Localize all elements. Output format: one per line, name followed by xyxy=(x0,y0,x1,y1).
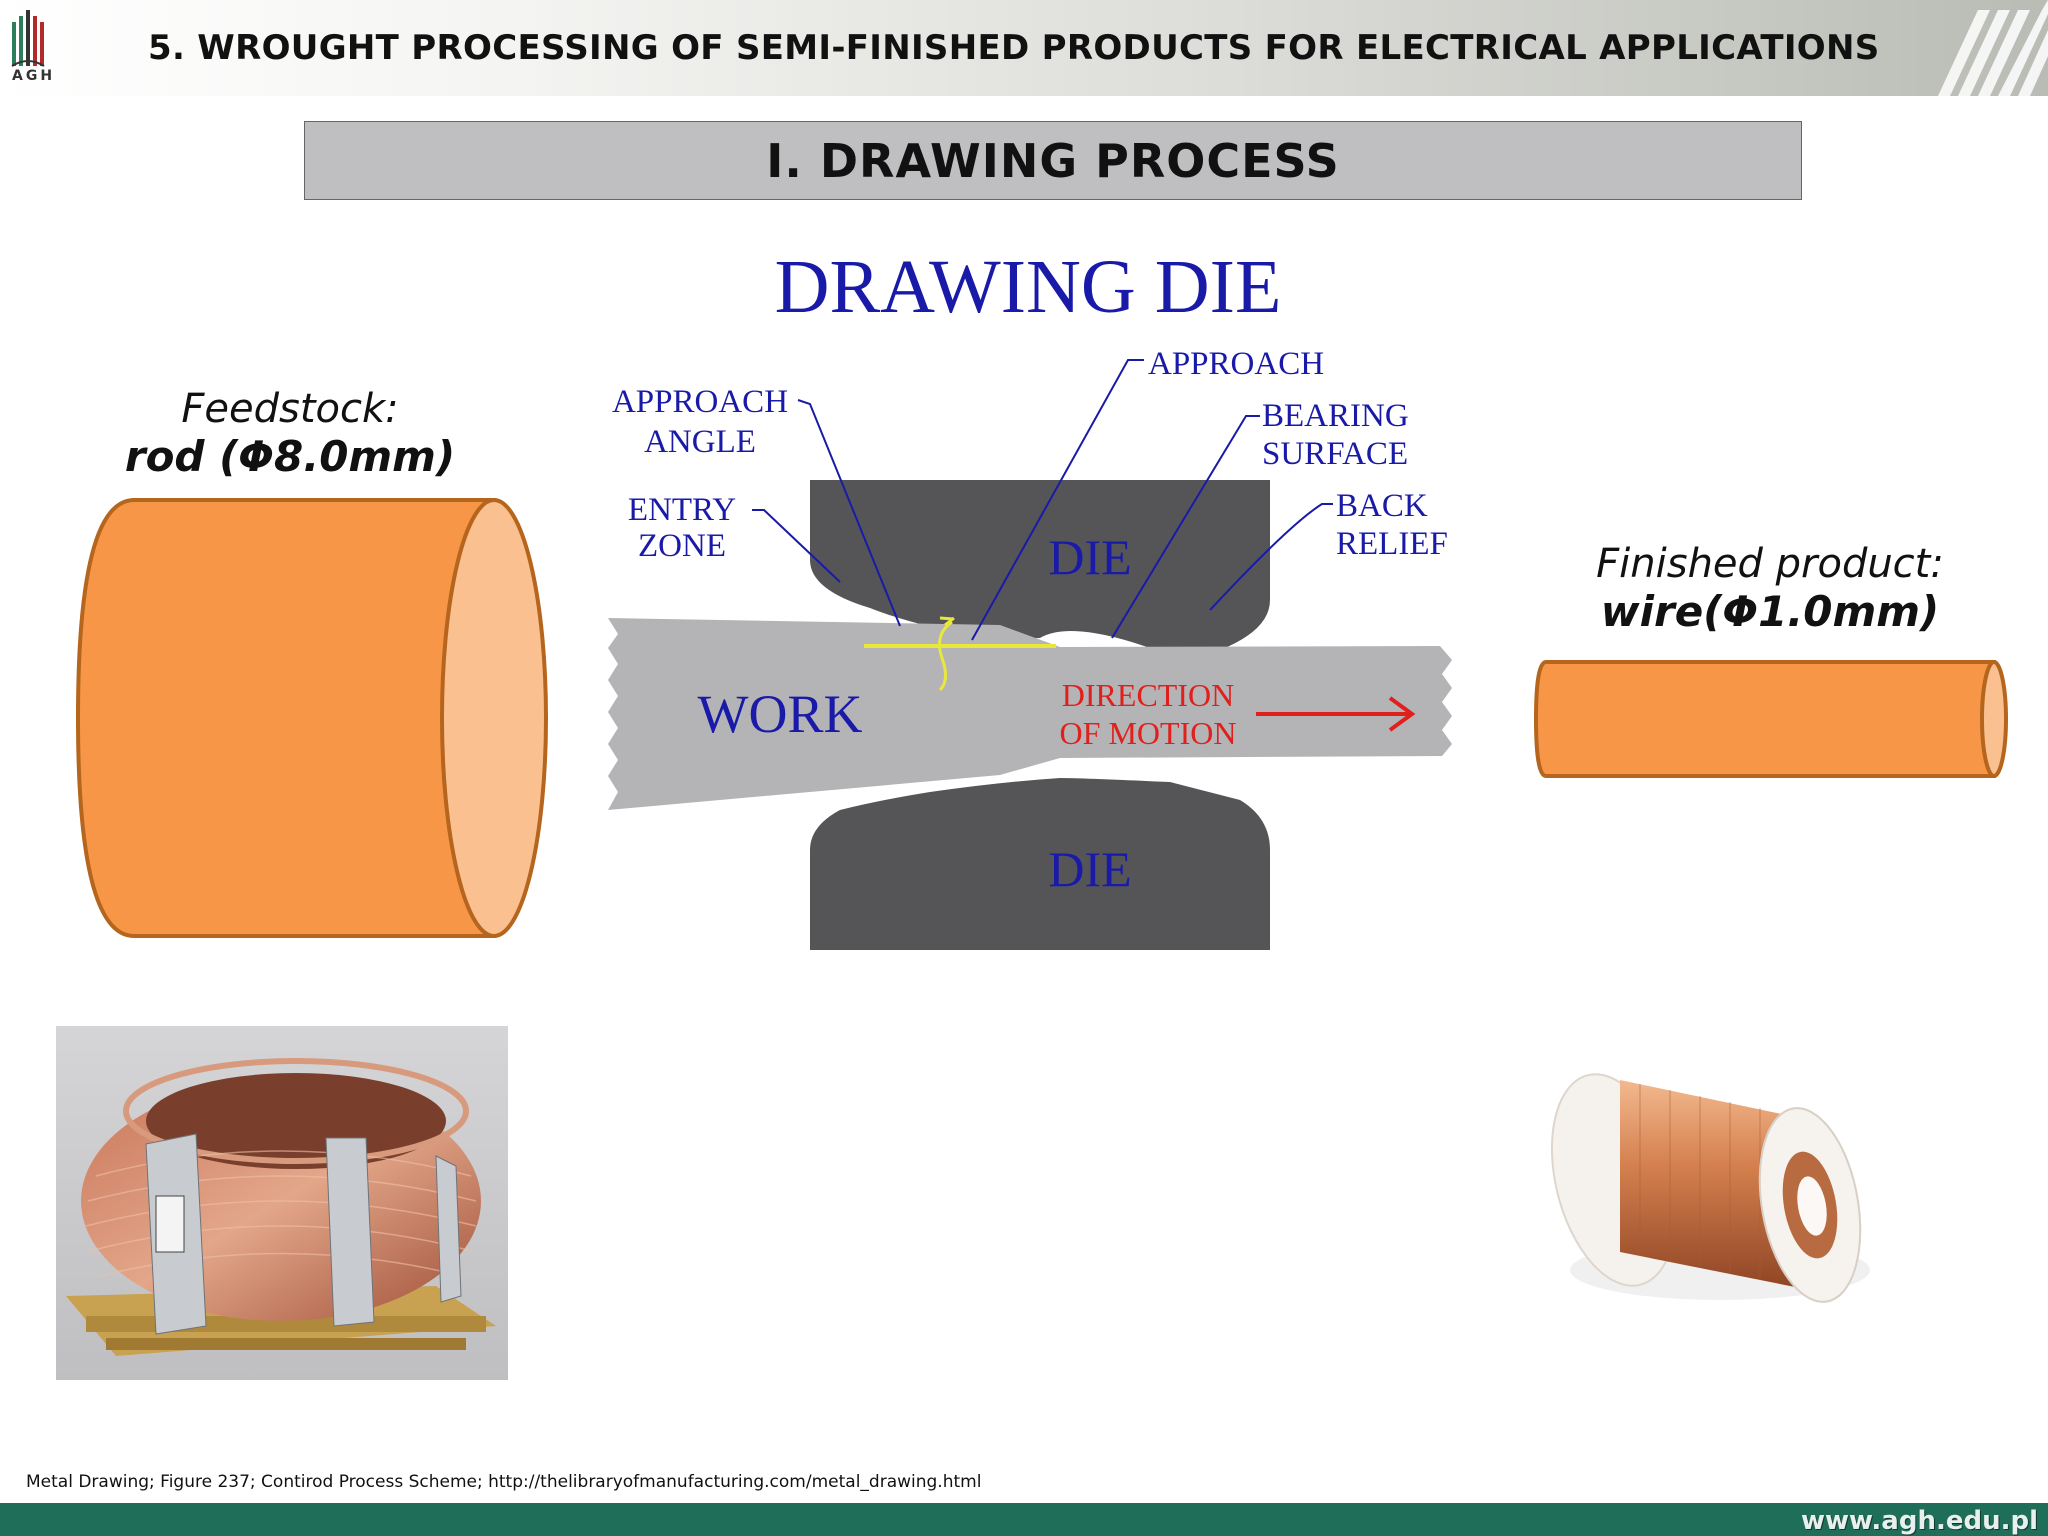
label-work: WORK xyxy=(698,684,863,744)
label-die-bottom: DIE xyxy=(1048,841,1131,897)
logo-text: AGH xyxy=(12,68,56,84)
label-bearing-surface-1: BEARING xyxy=(1262,398,1409,434)
copper-wire-spool-photo xyxy=(1550,1073,1870,1303)
slide-header-title: 5. WROUGHT PROCESSING OF SEMI-FINISHED P… xyxy=(148,28,1880,68)
slide-header: AGH 5. WROUGHT PROCESSING OF SEMI-FINISH… xyxy=(0,0,2048,96)
section-title: I. DRAWING PROCESS xyxy=(766,133,1340,188)
section-title-box: I. DRAWING PROCESS xyxy=(304,121,1802,200)
approach-leader xyxy=(971,359,1144,641)
direction-arrow xyxy=(1256,696,1416,732)
label-entry-zone-1: ENTRY xyxy=(628,492,736,528)
label-approach: APPROACH xyxy=(1148,346,1324,382)
feedstock-label: Feedstock: xyxy=(181,386,399,432)
back-relief-leader xyxy=(1209,503,1333,611)
agh-logo xyxy=(11,10,45,67)
label-approach-angle-1: APPROACH xyxy=(612,384,788,420)
label-bearing-surface-2: SURFACE xyxy=(1262,436,1408,472)
entry-zone-leader xyxy=(752,509,841,583)
label-direction-2: OF MOTION xyxy=(1060,715,1237,751)
citation-text: Metal Drawing; Figure 237; Contirod Proc… xyxy=(26,1472,982,1492)
copper-rod-coil-photo xyxy=(56,1026,508,1380)
finished-label-block: Finished product: wire(Φ1.0mm) xyxy=(1540,540,2000,636)
wire-cylinder-illustration xyxy=(1533,660,2008,778)
approach-angle-leader xyxy=(797,399,901,627)
bottom-die-shape xyxy=(810,778,1270,950)
rod-cylinder-illustration xyxy=(75,498,548,938)
label-entry-zone-2: ZONE xyxy=(638,528,726,564)
work-piece-shape xyxy=(608,618,1452,810)
diagram-title: DRAWING DIE xyxy=(775,245,1282,329)
footer-bar xyxy=(0,1503,2048,1536)
label-back-relief-2: RELIEF xyxy=(1336,526,1448,562)
label-die-top: DIE xyxy=(1048,529,1131,585)
label-back-relief-1: BACK xyxy=(1336,488,1428,524)
label-approach-angle-2: ANGLE xyxy=(644,424,756,460)
feedstock-value: rod (Φ8.0mm) xyxy=(124,432,456,481)
finished-value: wire(Φ1.0mm) xyxy=(1600,587,1940,636)
bearing-surface-leader xyxy=(1111,415,1260,639)
finished-label: Finished product: xyxy=(1596,541,1944,587)
angle-arc-marker xyxy=(938,620,953,692)
top-die-shape xyxy=(810,480,1270,650)
drawing-die-diagram: DRAWING DIE APPROACH ANGLE ENTRY ZONE AP… xyxy=(608,245,1452,950)
label-direction-1: DIRECTION xyxy=(1062,677,1234,713)
feedstock-label-block: Feedstock: rod (Φ8.0mm) xyxy=(90,385,490,481)
header-stripes-decoration xyxy=(1938,0,2048,96)
footer-url: www.agh.edu.pl xyxy=(1801,1506,2038,1536)
